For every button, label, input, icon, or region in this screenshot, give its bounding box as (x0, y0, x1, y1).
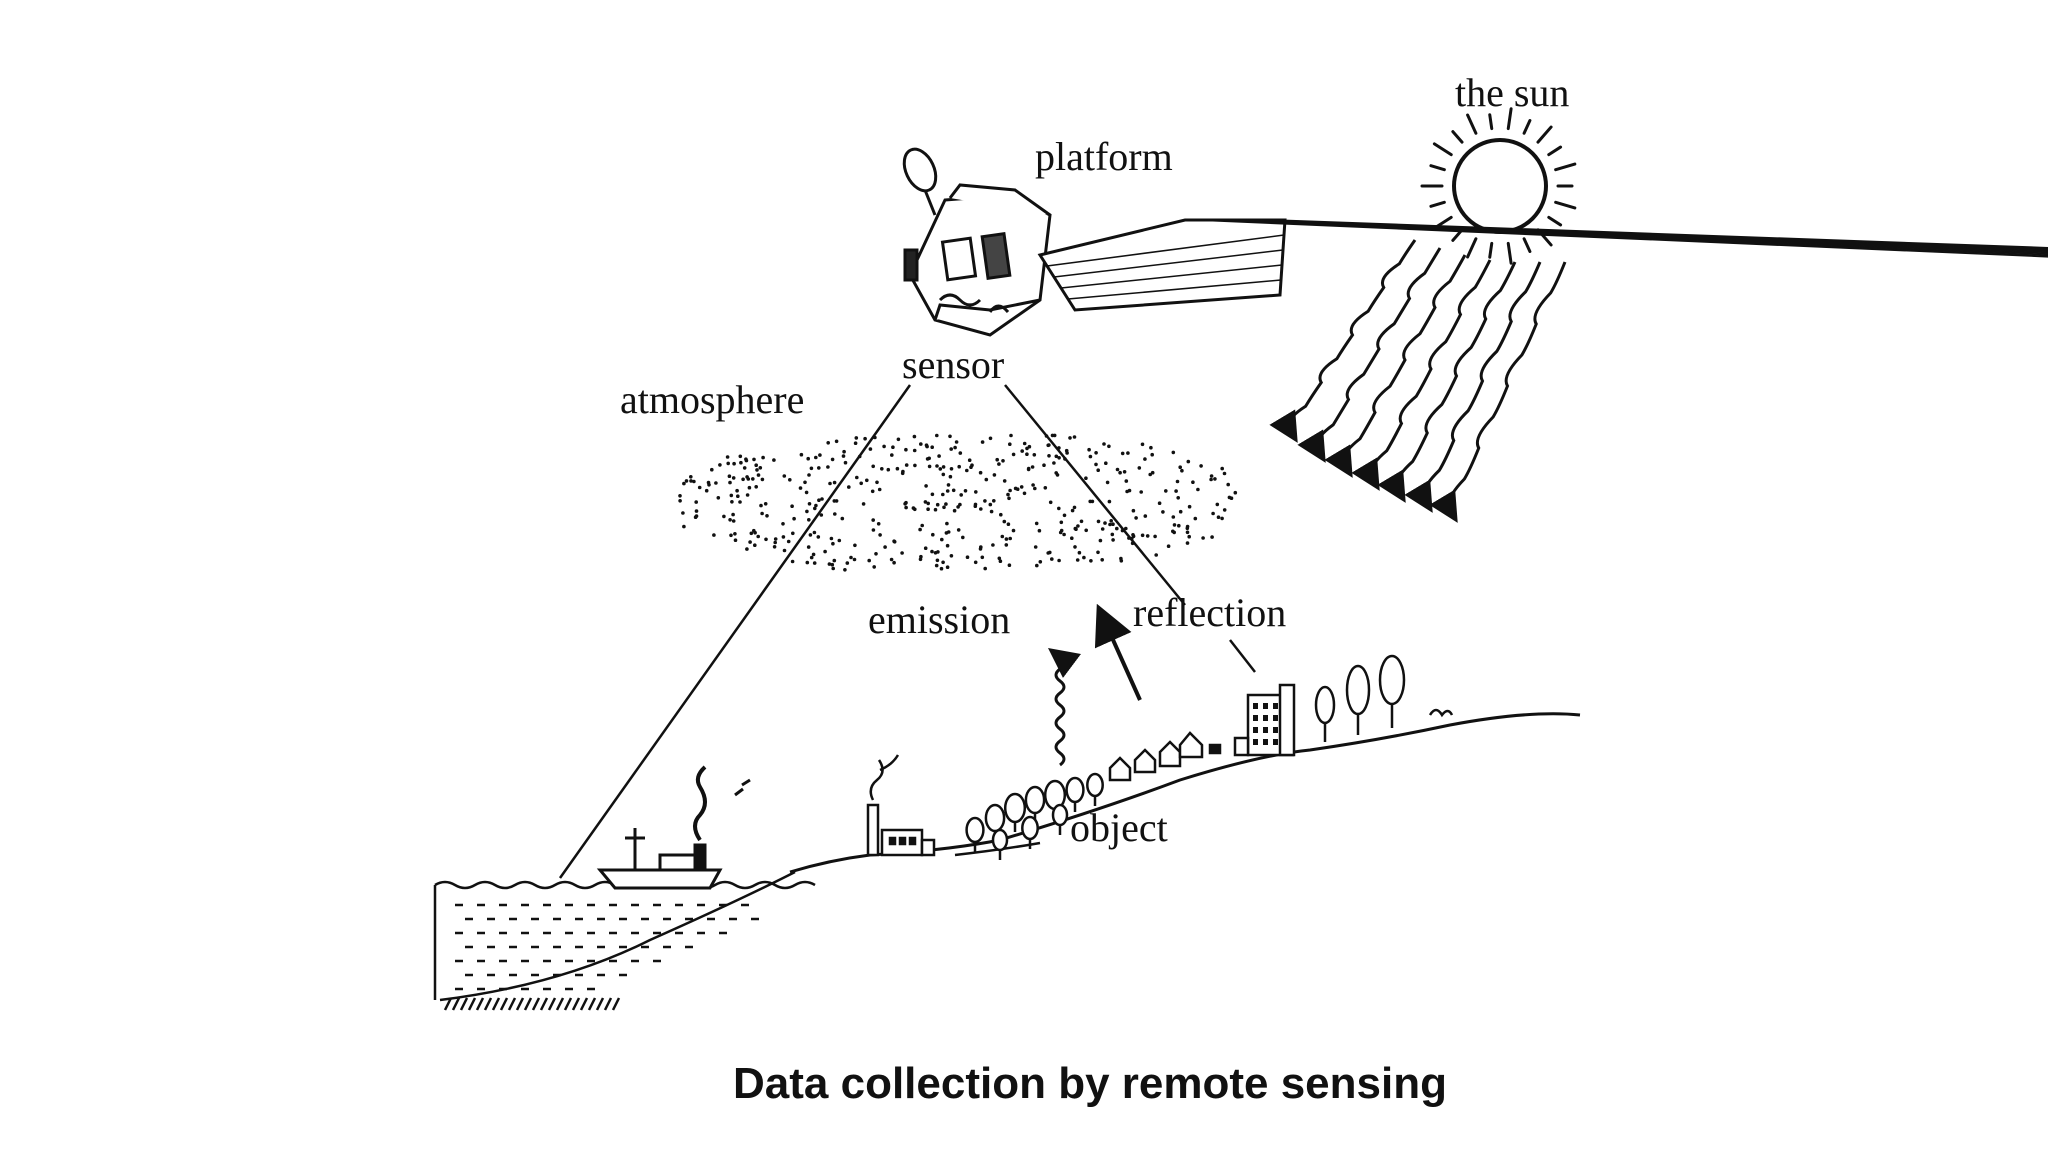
satellite-platform (902, 147, 2048, 337)
factory-icon (866, 754, 936, 857)
label-object: object (1070, 805, 1168, 850)
ship-icon (596, 765, 751, 890)
label-reflection: reflection (1133, 590, 1287, 635)
water-body (433, 870, 816, 1011)
sun-icon (1420, 107, 1577, 265)
sensor-field-of-view (558, 384, 1256, 879)
label-sensor: sensor (902, 342, 1005, 387)
reflection-arrow (1094, 603, 1142, 701)
hill-trees-icon (1314, 654, 1454, 742)
label-platform: platform (1035, 134, 1173, 179)
label-emission: emission (868, 597, 1011, 642)
forest-icon (965, 772, 1104, 860)
label-the-sun: the sun (1455, 70, 1570, 115)
label-atmosphere: atmosphere (620, 377, 805, 422)
city-building-icon (1233, 683, 1296, 757)
diagram-caption: Data collection by remote sensing (733, 1059, 1447, 1108)
sunlight-rays (1269, 239, 1567, 523)
emission-arrow (1048, 647, 1082, 767)
houses-icon (1108, 731, 1222, 782)
atmosphere-cloud (678, 433, 1238, 572)
